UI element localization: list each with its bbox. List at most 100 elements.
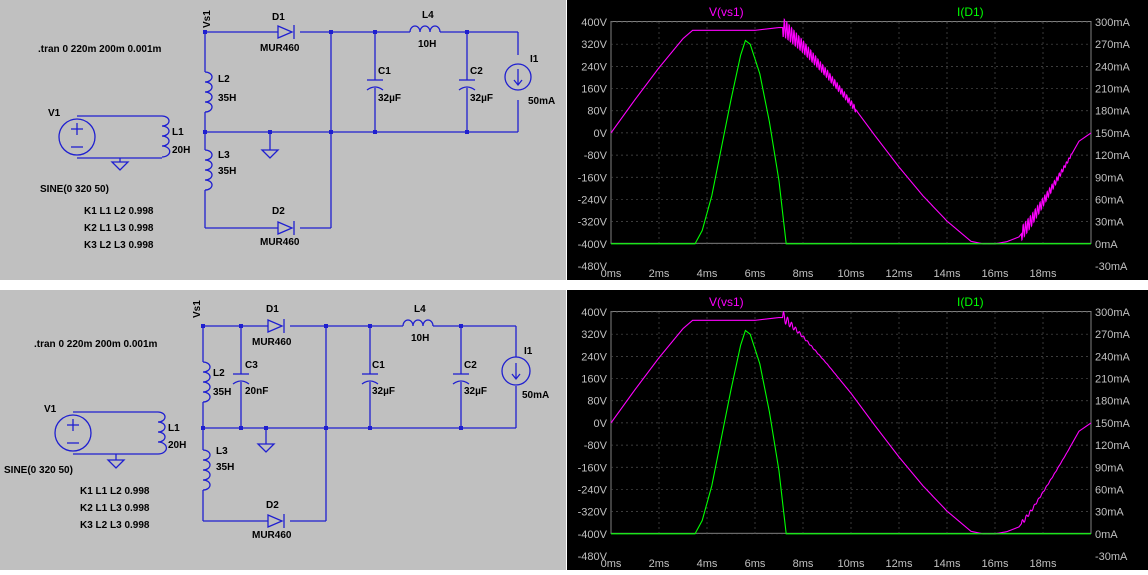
inductor-l3-symbol[interactable] — [204, 149, 213, 191]
current-source-i1-symbol[interactable] — [501, 356, 531, 386]
y-tick-left: -400V — [578, 529, 608, 541]
y-tick-right: 90mA — [1095, 172, 1124, 184]
d2-value: MUR460 — [260, 237, 300, 248]
x-tick: 12ms — [886, 558, 913, 570]
l3-value: 35H — [218, 166, 236, 177]
l4-value: 10H — [418, 39, 436, 50]
capacitor-c1-symbol[interactable] — [361, 373, 379, 385]
junction-dots — [203, 30, 469, 134]
y-tick-right: 240mA — [1095, 61, 1131, 73]
y-tick-right: 0mA — [1095, 239, 1118, 251]
diode-d1-symbol[interactable] — [267, 319, 285, 333]
inductor-l4-symbol[interactable] — [402, 319, 434, 327]
y-tick-right: 180mA — [1095, 396, 1131, 408]
d1-value: MUR460 — [260, 43, 300, 54]
c3-value: 20nF — [245, 386, 268, 397]
junction-dots — [201, 324, 463, 430]
coupling-k3: K3 L2 L3 0.998 — [80, 520, 150, 531]
series-current-d1 — [611, 329, 1091, 535]
schematic-top-svg: .tran 0 220m 200m 0.001m V1 SINE(0 320 5… — [38, 10, 555, 251]
y-tick-right: -30mA — [1095, 551, 1128, 563]
d2-name: D2 — [266, 500, 279, 511]
series-voltage-vs1 — [610, 310, 1092, 535]
l4-name: L4 — [414, 304, 426, 315]
y-tick-left: 400V — [581, 17, 607, 29]
inductor-l2-symbol[interactable] — [202, 361, 211, 403]
wires — [77, 31, 519, 229]
x-tick: 16ms — [982, 268, 1009, 280]
inductor-l1-symbol[interactable] — [157, 411, 167, 455]
current-source-i1-symbol[interactable] — [504, 63, 532, 91]
inductor-l2-symbol[interactable] — [204, 71, 213, 113]
l1-name: L1 — [172, 127, 184, 138]
coupling-k1: K1 L1 L2 0.998 — [84, 206, 154, 217]
voltage-source-v1-symbol[interactable] — [58, 118, 96, 156]
source-name: V1 — [44, 404, 57, 415]
y-tick-right: 150mA — [1095, 418, 1131, 430]
series-voltage-vs1 — [610, 17, 1092, 245]
capacitor-c3-symbol[interactable] — [232, 373, 250, 385]
c1-name: C1 — [378, 66, 391, 77]
spice-directive: .tran 0 220m 200m 0.001m — [34, 339, 158, 350]
y-tick-left: -240V — [578, 484, 608, 496]
y-tick-left: -400V — [578, 239, 608, 251]
y-tick-right: 180mA — [1095, 106, 1131, 118]
c2-value: 32µF — [470, 93, 493, 104]
l2-name: L2 — [218, 74, 230, 85]
y-tick-left: 80V — [587, 106, 607, 118]
x-tick: 2ms — [649, 558, 670, 570]
x-tick: 16ms — [982, 558, 1009, 570]
y-tick-left: 240V — [581, 61, 607, 73]
net-label-vs1: Vs1 — [192, 300, 203, 318]
x-tick: 18ms — [1030, 268, 1057, 280]
y-tick-left: -240V — [578, 194, 608, 206]
diode-d2-symbol[interactable] — [277, 221, 295, 235]
capacitor-c2-symbol[interactable] — [452, 373, 470, 385]
c2-value: 32µF — [464, 386, 487, 397]
i1-value: 50mA — [522, 390, 549, 401]
legend-entry[interactable]: V(vs1) — [709, 295, 744, 309]
inductor-l1-symbol[interactable] — [161, 115, 171, 158]
y-tick-right: 210mA — [1095, 84, 1131, 96]
y-tick-right: 90mA — [1095, 462, 1124, 474]
y-tick-left: 0V — [594, 128, 608, 140]
y-tick-left: -80V — [584, 150, 608, 162]
l2-name: L2 — [213, 368, 225, 379]
l1-value: 20H — [172, 145, 190, 156]
legend-entry[interactable]: V(vs1) — [709, 5, 744, 19]
coupling-k3: K3 L2 L3 0.998 — [84, 240, 154, 251]
x-tick: 10ms — [838, 558, 865, 570]
y-tick-left: 80V — [587, 396, 607, 408]
voltage-source-v1-symbol[interactable] — [54, 414, 92, 452]
coupling-k2: K2 L1 L3 0.998 — [84, 223, 154, 234]
y-tick-right: 120mA — [1095, 150, 1131, 162]
x-tick: 18ms — [1030, 558, 1057, 570]
schematic-bottom-svg: .tran 0 220m 200m 0.001m V1 SINE(0 320 5… — [4, 300, 549, 541]
schematic-bottom: .tran 0 220m 200m 0.001m V1 SINE(0 320 5… — [0, 290, 566, 570]
d2-name: D2 — [272, 206, 285, 217]
legend-entry[interactable]: I(D1) — [957, 295, 984, 309]
x-tick: 2ms — [649, 268, 670, 280]
y-tick-right: 30mA — [1095, 507, 1124, 519]
y-tick-left: 320V — [581, 329, 607, 341]
diode-d2-symbol[interactable] — [267, 514, 285, 528]
capacitor-c1-symbol[interactable] — [366, 79, 384, 91]
inductor-l3-symbol[interactable] — [202, 449, 211, 491]
y-tick-left: -160V — [578, 172, 608, 184]
y-tick-right: 0mA — [1095, 529, 1118, 541]
y-tick-left: 160V — [581, 374, 607, 386]
y-tick-left: -480V — [578, 261, 608, 273]
d1-name: D1 — [266, 304, 279, 315]
l3-name: L3 — [216, 446, 228, 457]
inductor-l4-symbol[interactable] — [409, 25, 441, 33]
y-tick-left: 320V — [581, 39, 607, 51]
legend-entry[interactable]: I(D1) — [957, 5, 984, 19]
capacitor-c2-symbol[interactable] — [458, 79, 476, 91]
coupling-k1: K1 L1 L2 0.998 — [80, 486, 150, 497]
source-name: V1 — [48, 108, 61, 119]
diode-d1-symbol[interactable] — [277, 25, 295, 39]
